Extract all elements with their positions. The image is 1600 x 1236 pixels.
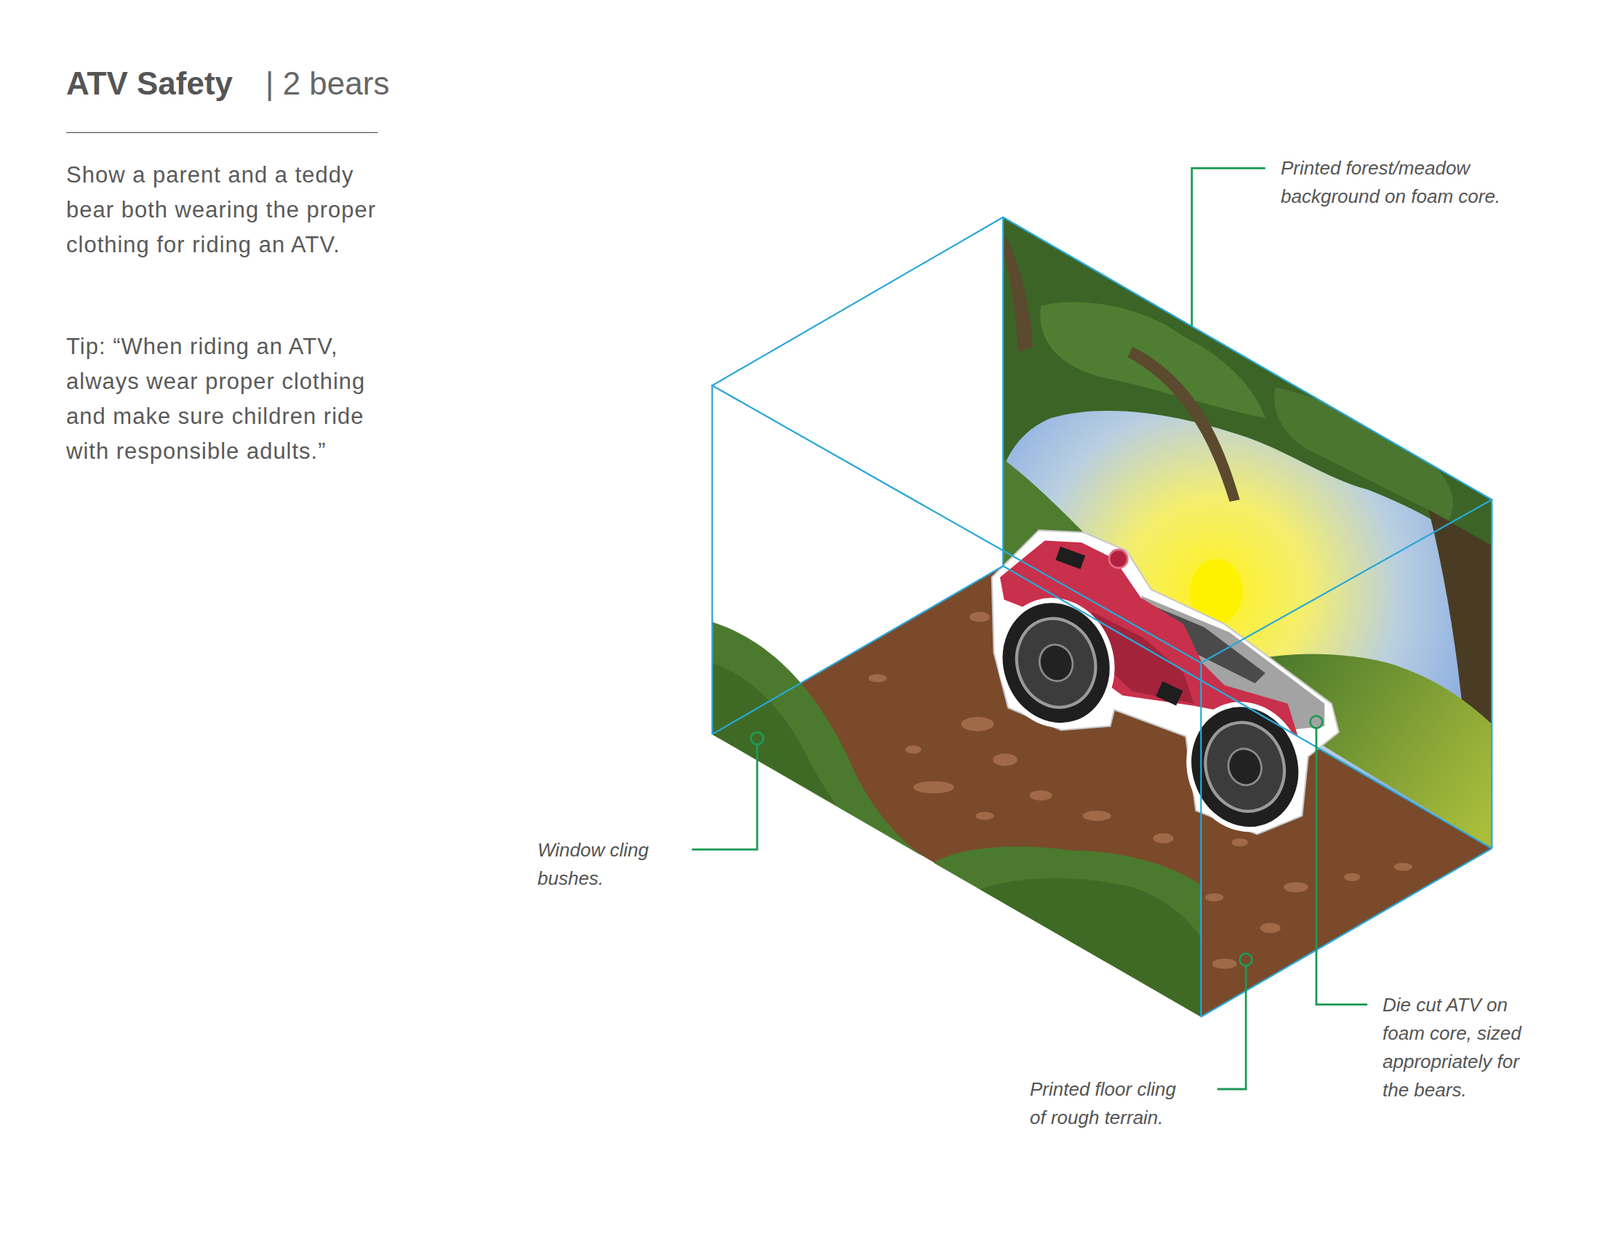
atv-grille bbox=[1055, 546, 1086, 570]
tree-branch bbox=[1127, 346, 1240, 502]
leader-dot bbox=[1240, 953, 1253, 966]
box-outline bbox=[712, 217, 1492, 1018]
atv-cutout bbox=[984, 530, 1339, 845]
box-edge bbox=[1200, 848, 1492, 1017]
pebble bbox=[1212, 958, 1238, 969]
floor-cling bbox=[712, 565, 1492, 1017]
leader-lines bbox=[691, 168, 1368, 1090]
pebble bbox=[1082, 810, 1112, 822]
callout-label: Window cling bushes. bbox=[537, 836, 676, 894]
tree-canopy-light bbox=[1274, 387, 1454, 520]
leader-line bbox=[1316, 728, 1368, 1005]
callout-label: Printed forest/meadow background on foam… bbox=[1280, 154, 1521, 211]
page-title: ATV Safety bbox=[66, 67, 233, 100]
hub bbox=[1224, 744, 1267, 790]
box-edge bbox=[1002, 217, 1004, 567]
pebble bbox=[992, 754, 1018, 767]
tree-trunk bbox=[1002, 234, 1033, 352]
bush bbox=[933, 846, 1202, 1017]
box-edge bbox=[1200, 663, 1202, 1018]
pebble bbox=[868, 674, 887, 683]
rim bbox=[1194, 712, 1296, 822]
box-edge bbox=[712, 565, 1003, 734]
leader-line bbox=[1192, 168, 1266, 326]
pebble bbox=[961, 717, 995, 732]
bush-shade bbox=[979, 878, 1201, 1017]
leader-dot bbox=[751, 732, 764, 745]
bush-shade bbox=[712, 663, 837, 806]
atv-headlight bbox=[1109, 549, 1128, 568]
pebble bbox=[969, 612, 990, 623]
pebble bbox=[1029, 790, 1053, 801]
window-cling-bushes bbox=[712, 622, 1201, 1018]
atv-wheel bbox=[1173, 690, 1318, 845]
tip-text: Tip: “When riding an ATV, always wear pr… bbox=[66, 329, 398, 470]
box-edge bbox=[711, 385, 713, 735]
callout-label: Die cut ATV on foam core, sized appropri… bbox=[1382, 991, 1547, 1105]
pebble bbox=[913, 781, 955, 794]
floor bbox=[712, 565, 1492, 1017]
rim bbox=[1005, 608, 1107, 718]
leader-line bbox=[1217, 965, 1246, 1090]
callout-label: Printed floor cling of rough terrain. bbox=[1029, 1075, 1187, 1133]
tire bbox=[1173, 690, 1318, 845]
pebble bbox=[905, 745, 922, 754]
leader-line bbox=[691, 744, 758, 850]
pebble bbox=[1205, 893, 1224, 902]
tree-canopy bbox=[1002, 217, 1492, 572]
pebble bbox=[1283, 882, 1309, 893]
atv-vent bbox=[1155, 681, 1183, 706]
box-edge bbox=[1002, 565, 1492, 849]
pebble bbox=[1344, 873, 1360, 882]
pebble bbox=[1231, 838, 1248, 847]
hub bbox=[1034, 640, 1078, 686]
title-rule bbox=[66, 132, 378, 134]
pebble bbox=[1260, 922, 1281, 934]
subtitle: | 2 bears bbox=[265, 67, 390, 100]
description: Show a parent and a teddy bear both wear… bbox=[66, 157, 398, 263]
pebble bbox=[975, 812, 994, 821]
box-edge bbox=[1490, 499, 1493, 849]
bush bbox=[712, 622, 923, 858]
box-top bbox=[712, 217, 1492, 664]
leader-dot bbox=[1310, 716, 1323, 729]
pebble bbox=[1394, 863, 1413, 872]
pebble bbox=[1152, 833, 1174, 844]
